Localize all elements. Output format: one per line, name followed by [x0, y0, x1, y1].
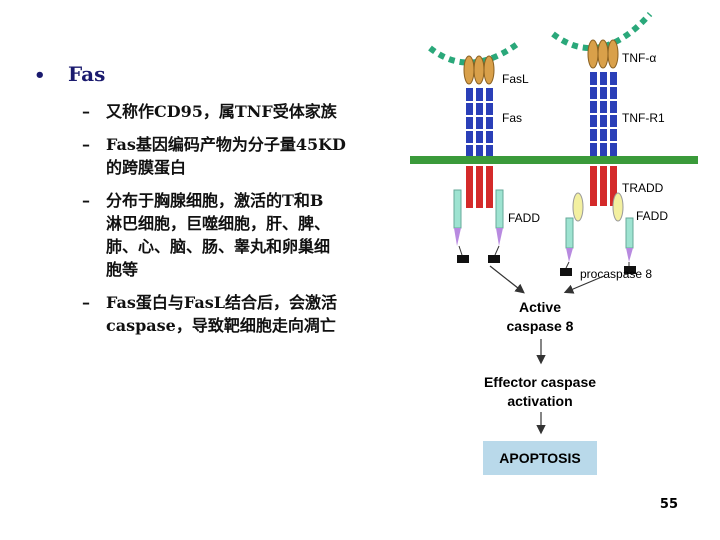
- active-caspase-label: Active: [519, 299, 561, 315]
- tnf-r1-death-domain-icon: [590, 166, 617, 206]
- fas-death-domain-icon: [466, 166, 493, 208]
- effector-caspase-label: Effector caspase: [484, 374, 596, 390]
- bullet-heading: • Fas: [34, 62, 394, 86]
- fas-label: Fas: [502, 111, 522, 125]
- bullet-title: Fas: [68, 62, 106, 86]
- dash-icon: –: [82, 293, 90, 312]
- apoptosis-label: APOPTOSIS: [499, 450, 580, 466]
- fadd-right-icon: [565, 217, 634, 249]
- tnf-alpha-trimer-icon: [551, 12, 653, 52]
- cell-membrane: [410, 156, 698, 164]
- effector-caspase-label: activation: [507, 393, 572, 409]
- bullet-list: • Fas – 又称作CD95，属TNF受体家族 – Fas基因编码产物为分子量…: [34, 62, 394, 347]
- active-caspase-label: caspase 8: [507, 318, 574, 334]
- sub-item-text: Fas基因编码产物为分子量45KD 的跨膜蛋白: [106, 135, 346, 177]
- sub-item: – 又称作CD95，属TNF受体家族: [82, 100, 394, 123]
- tnf-alpha-label: TNF-α: [622, 51, 656, 65]
- fadd-left-label: FADD: [508, 211, 540, 225]
- sub-item: – Fas蛋白与FasL结合后，会激活 caspase，导致靶细胞走向凋亡: [82, 291, 394, 337]
- tradd-label: TRADD: [622, 181, 664, 195]
- dash-icon: –: [82, 102, 90, 121]
- tradd-icon: [572, 192, 624, 222]
- fadd-right-label: FADD: [636, 209, 668, 223]
- apoptosis-box: [483, 441, 597, 475]
- tnf-r1-receptor-icon: [588, 72, 619, 158]
- fasl-trimer-icon: [463, 55, 495, 85]
- sub-item-text: Fas蛋白与FasL结合后，会激活 caspase，导致靶细胞走向凋亡: [106, 293, 337, 335]
- sub-item: – 分布于胸腺细胞，激活的T和B 淋巴细胞，巨噬细胞，肝、脾、 肺、心、脑、肠、…: [82, 189, 394, 281]
- page-number: 55: [659, 497, 678, 512]
- arrow-icon: [489, 265, 605, 435]
- sub-item-text: 分布于胸腺细胞，激活的T和B 淋巴细胞，巨噬细胞，肝、脾、 肺、心、脑、肠、睾丸…: [106, 191, 331, 279]
- procaspase-label: procaspase 8: [580, 267, 652, 281]
- fasl-label: FasL: [502, 72, 529, 86]
- fas-receptor-icon: [464, 88, 495, 158]
- bullet-dot-icon: •: [34, 65, 46, 86]
- sub-item-text: 又称作CD95，属TNF受体家族: [106, 102, 337, 121]
- tnf-r1-label: TNF-R1: [622, 111, 665, 125]
- sub-item: – Fas基因编码产物为分子量45KD 的跨膜蛋白: [82, 133, 394, 179]
- dash-icon: –: [82, 191, 90, 210]
- tnf-alpha-oval-icon: [587, 39, 619, 69]
- dash-icon: –: [82, 135, 90, 154]
- procaspase-8-icon: [454, 228, 636, 276]
- fasl-arc-icon: [428, 39, 522, 66]
